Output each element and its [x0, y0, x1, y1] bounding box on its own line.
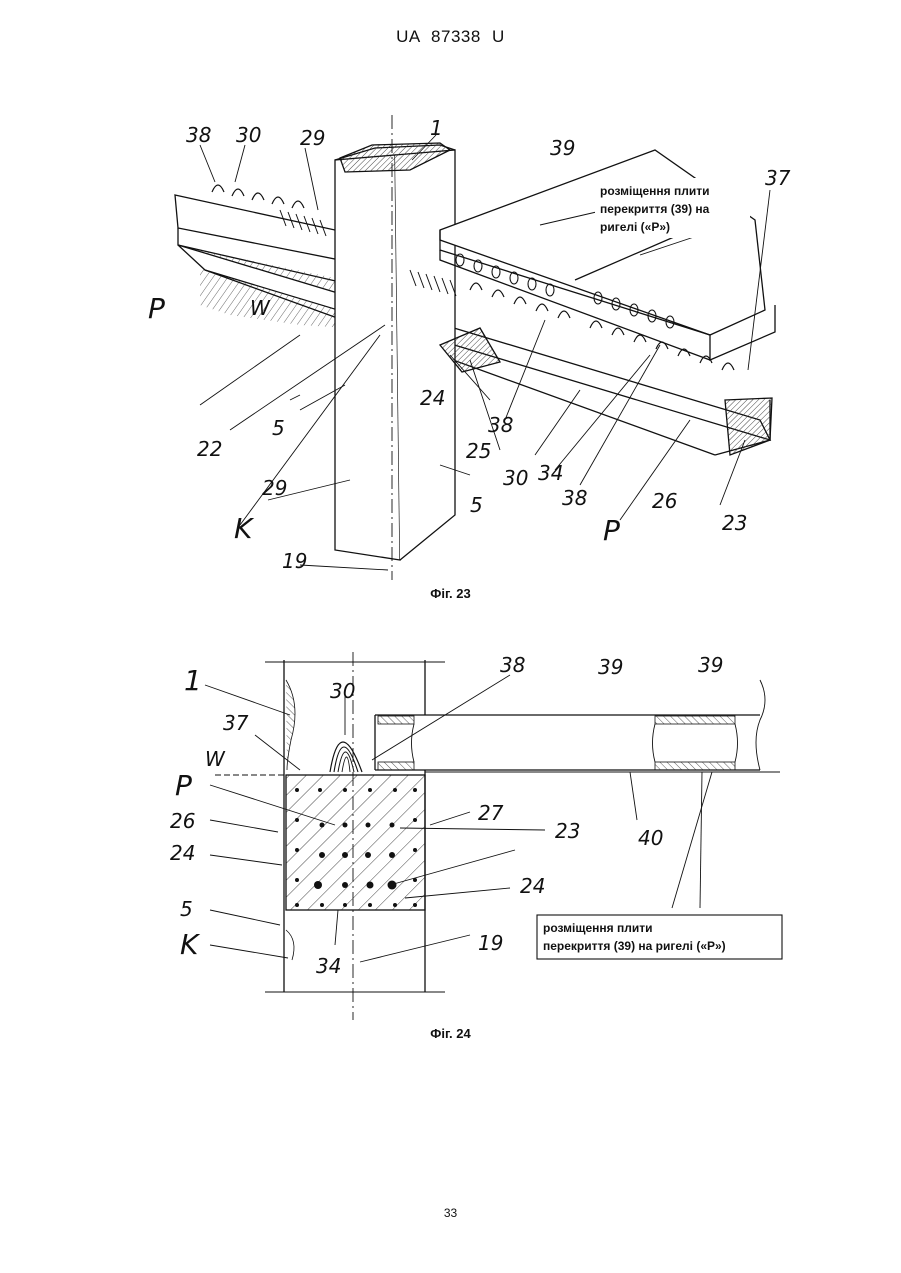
fig23-label-23: 23	[722, 511, 747, 535]
fig23-label-39: 39	[550, 136, 575, 160]
fig23-label-26: 26	[652, 489, 677, 513]
fig23-label-1: 1	[430, 116, 443, 140]
figure-24-caption: Фіг. 24	[0, 1026, 901, 1041]
fig24-label-27: 27	[478, 801, 504, 825]
fig23-label-34: 34	[538, 461, 563, 485]
fig23-label-29a: 29	[300, 126, 325, 150]
fig23-label-22: 22	[197, 437, 222, 461]
fig23-note-line-1: розміщення плити	[600, 184, 710, 198]
fig23-label-K: K	[234, 512, 255, 545]
figure-24: розміщення плити перекриття (39) на риге…	[0, 640, 901, 1050]
fig24-label-24a: 24	[170, 841, 195, 865]
fig24-label-39a: 39	[598, 655, 623, 679]
figure-24-drawing: розміщення плити перекриття (39) на риге…	[0, 640, 901, 1050]
fig24-label-34: 34	[316, 954, 341, 978]
fig23-label-24: 24	[420, 386, 445, 410]
fig23-label-38b: 38	[488, 413, 513, 437]
fig24-label-39b: 39	[698, 653, 723, 677]
fig24-label-37: 37	[223, 711, 249, 735]
figure-23-caption: Фіг. 23	[0, 586, 901, 601]
fig23-label-5a: 5	[272, 416, 285, 440]
figure-23-drawing: розміщення плити перекриття (39) на риге…	[0, 100, 901, 610]
page-number: 33	[0, 1206, 901, 1220]
fig23-label-37: 37	[765, 166, 791, 190]
fig24-note-line-1: розміщення плити	[543, 921, 653, 935]
fig24-label-P: P	[175, 769, 192, 802]
fig23-label-P1: P	[148, 292, 165, 325]
fig24-label-5: 5	[180, 897, 193, 921]
fig23-label-30a: 30	[236, 123, 261, 147]
fig24-label-24b: 24	[520, 874, 545, 898]
fig23-note-line-2: перекриття (39) на	[600, 202, 710, 216]
fig24-label-1: 1	[184, 664, 202, 697]
fig23-label-38a: 38	[186, 123, 211, 147]
fig23-label-29b: 29	[262, 476, 287, 500]
fig23-label-25: 25	[466, 439, 491, 463]
fig23-label-P2: P	[603, 514, 620, 547]
figure-23: розміщення плити перекриття (39) на риге…	[0, 100, 901, 610]
fig23-label-5b: 5	[470, 493, 483, 517]
fig23-label-19: 19	[282, 549, 307, 573]
document-header: UA 87338 U	[0, 27, 901, 47]
fig24-label-K: K	[180, 928, 201, 961]
fig24-label-26: 26	[170, 809, 195, 833]
fig23-label-38c: 38	[562, 486, 587, 510]
fig23-label-30b: 30	[503, 466, 528, 490]
fig24-note-line-2: перекриття (39) на ригелі («Р»)	[543, 939, 726, 953]
fig24-label-30: 30	[330, 679, 355, 703]
fig24-label-19: 19	[478, 931, 503, 955]
fig23-note-line-3: ригелі («Р»)	[600, 220, 670, 234]
fig24-label-W: W	[205, 747, 226, 771]
fig24-label-40: 40	[638, 826, 663, 850]
fig24-label-38: 38	[500, 653, 525, 677]
fig24-label-23: 23	[555, 819, 580, 843]
fig23-label-W: W	[250, 296, 271, 320]
